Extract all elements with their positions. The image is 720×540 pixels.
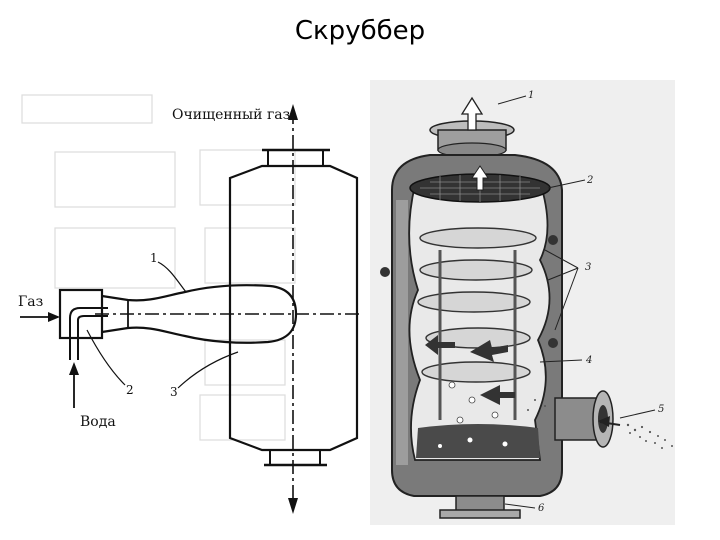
- side-inlet-pipe: [554, 390, 621, 448]
- dust-particles: [527, 399, 673, 449]
- venturi-scrubber-diagram: Очищенный газ Газ Вода 1 2 3: [18, 94, 360, 514]
- water-nozzle-pipe: [69, 307, 108, 360]
- liquid-pool: [416, 424, 540, 458]
- internal-flow-arrows: [425, 335, 515, 405]
- callout-3: 3: [585, 262, 591, 273]
- gas-inlet-box: [58, 288, 104, 340]
- drain-arrow: [288, 498, 298, 514]
- callout-4: 4: [585, 355, 592, 366]
- scrubber-vessel: [228, 164, 359, 452]
- cutaway-scrubber-illustration: 1 2 3 4 5 6: [370, 80, 675, 525]
- venturi-tube: [101, 284, 298, 344]
- callout-number-1: 1: [150, 251, 158, 265]
- callout-6: 6: [538, 503, 545, 514]
- faded-background-blocks: [21, 94, 296, 441]
- clean-gas-arrow: [288, 104, 298, 120]
- mesh-demister: [409, 165, 551, 203]
- callout-5: 5: [658, 404, 664, 415]
- bottom-nozzle: [269, 449, 321, 466]
- outlet-arrow: [460, 96, 484, 131]
- callout-1: 1: [528, 90, 534, 101]
- slide-title: Скруббер: [294, 16, 426, 46]
- callout-number-2: 2: [126, 383, 134, 397]
- label-clean-gas: Очищенный газ: [172, 107, 290, 123]
- label-water: Вода: [80, 414, 116, 430]
- bottom-drain-nozzle: [439, 495, 521, 519]
- callout-2: 2: [586, 175, 593, 186]
- callout-number-3: 3: [170, 385, 178, 399]
- label-gas: Газ: [18, 294, 43, 310]
- cutaway-interior: [408, 181, 551, 461]
